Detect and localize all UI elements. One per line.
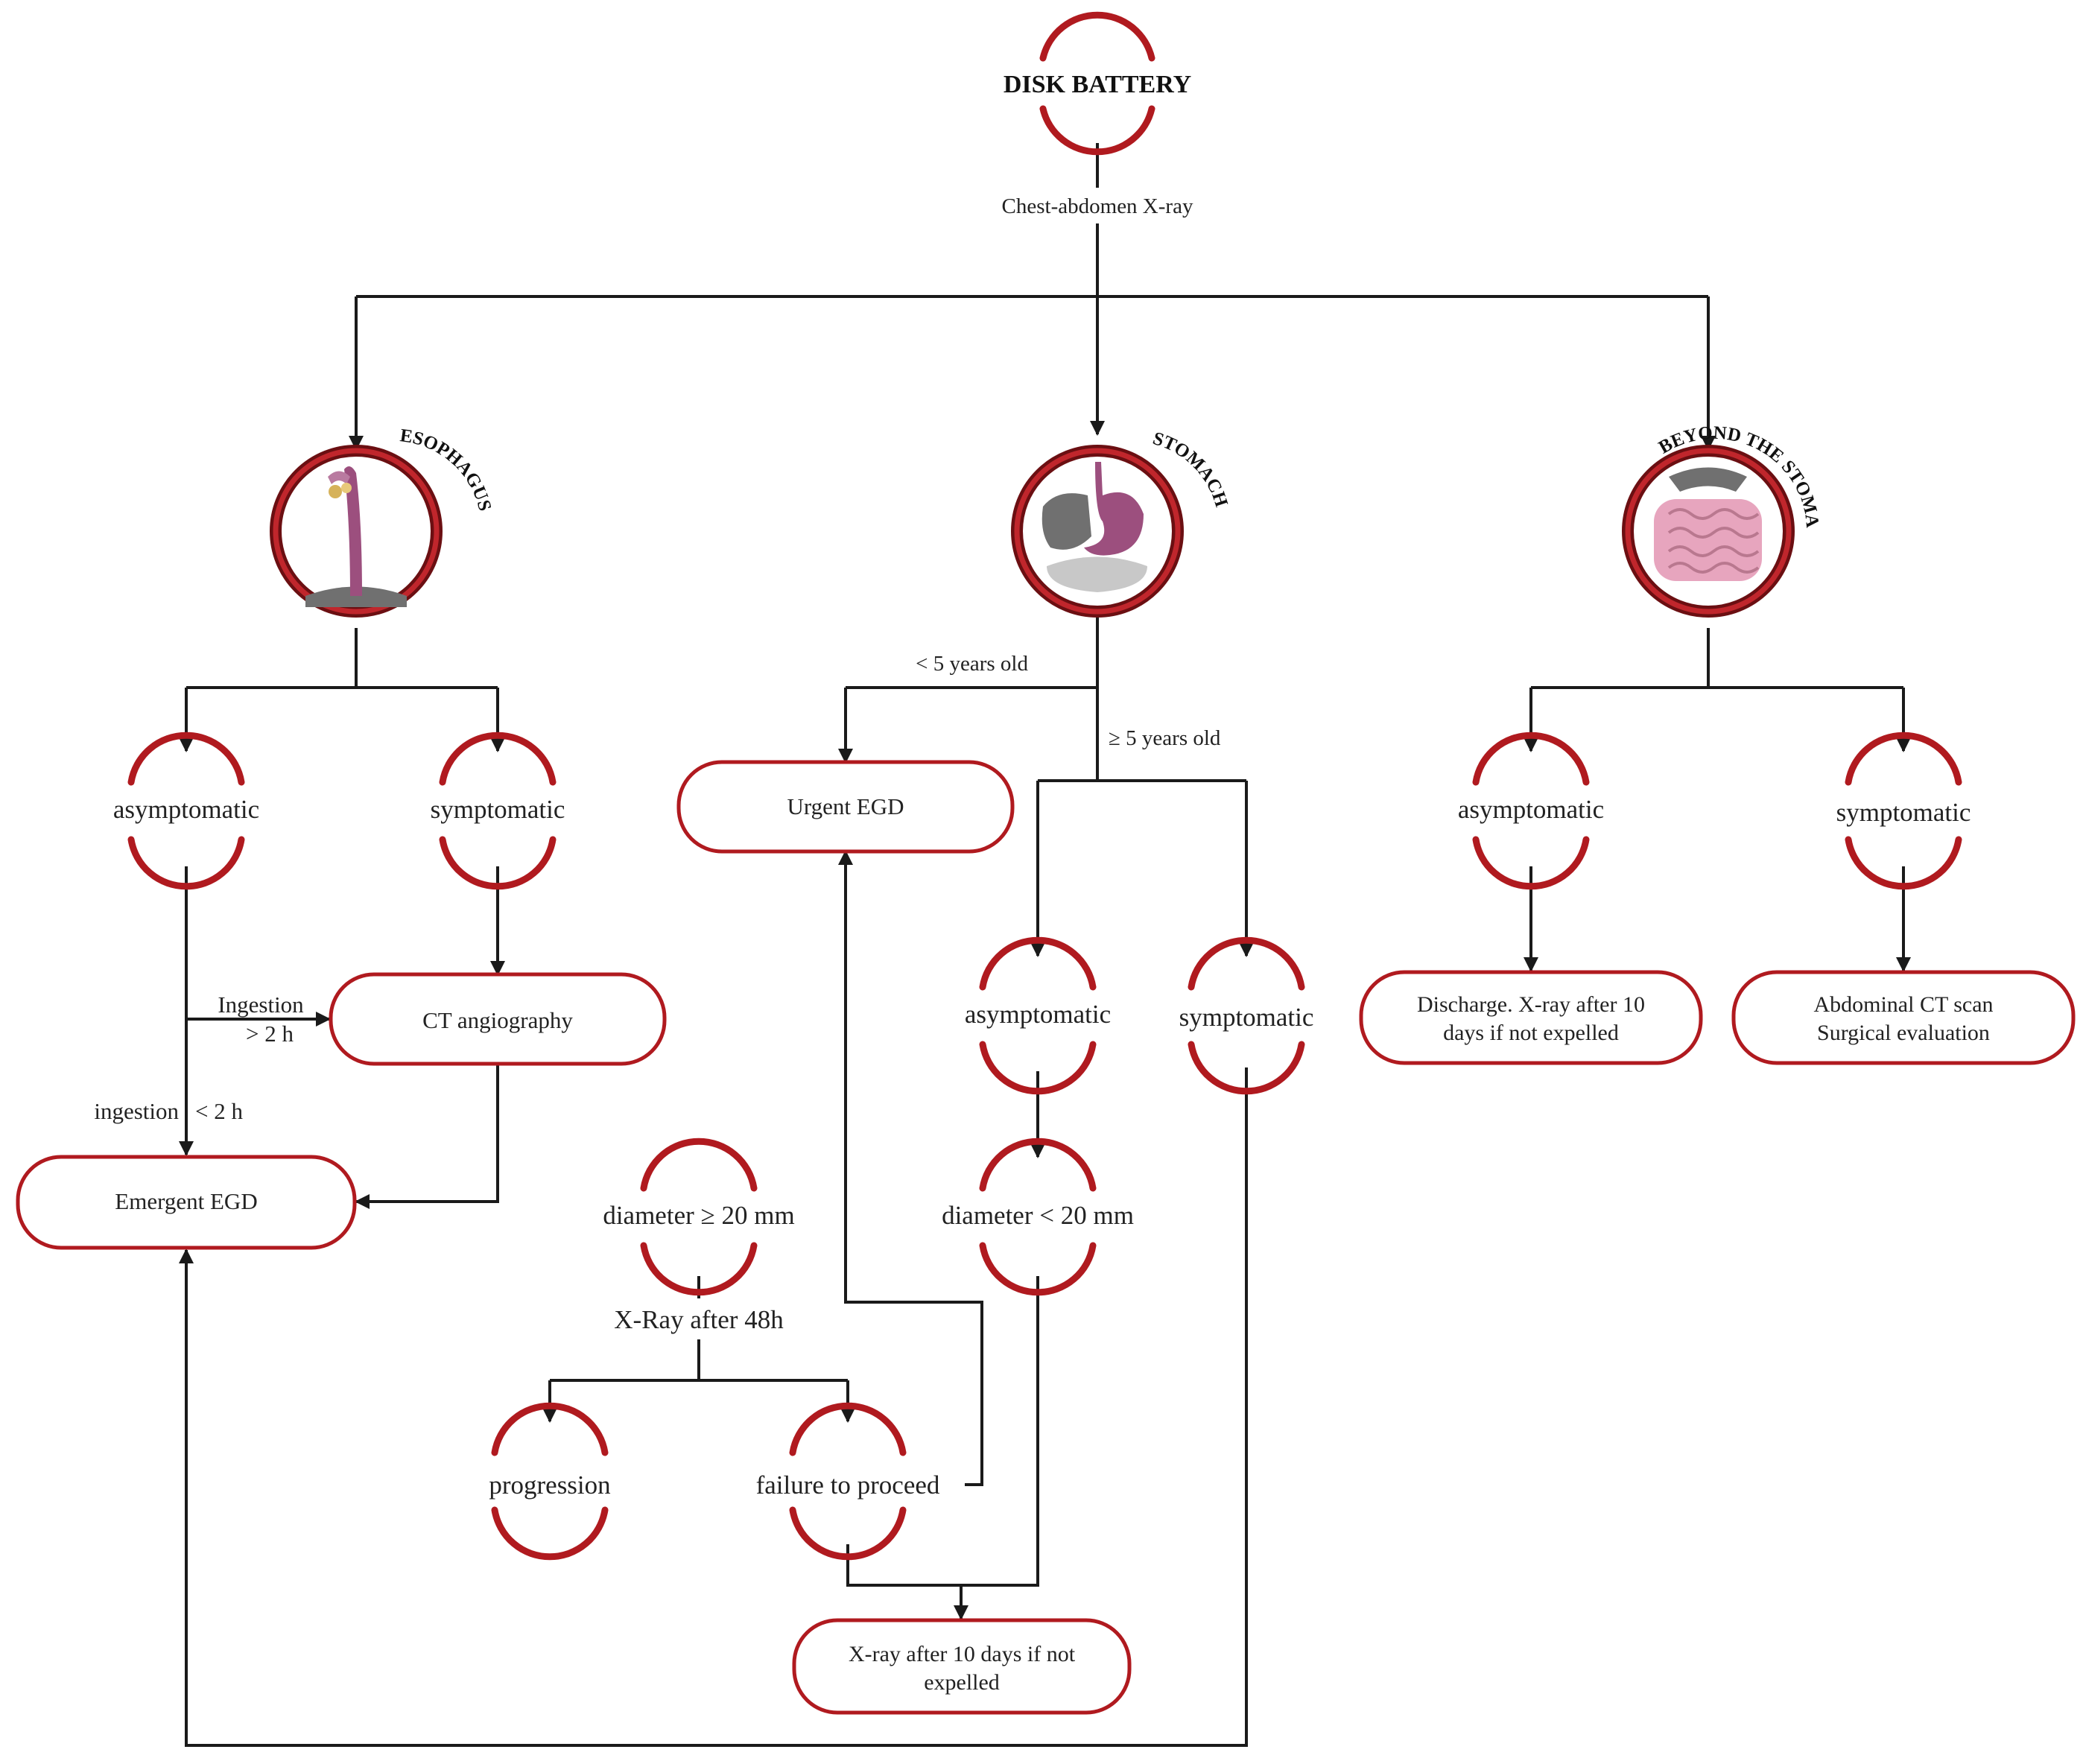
urgent-egd-label: Urgent EGD bbox=[787, 793, 904, 819]
beyond-stomach-label: BEYOND THE STOMACH bbox=[0, 0, 1822, 529]
under-5-years-label: < 5 years old bbox=[916, 652, 1028, 676]
discharge-line1: Discharge. X-ray after 10 bbox=[1417, 992, 1645, 1017]
ingestion-lt-label: ingestion bbox=[94, 1098, 179, 1124]
connectors bbox=[179, 143, 1911, 1747]
diameter-ge-20-node: diameter ≥ 20 mm bbox=[603, 1138, 795, 1296]
beyond-symptomatic-label: symptomatic bbox=[1836, 798, 1971, 827]
beyond-symptomatic-node: symptomatic bbox=[1836, 732, 1971, 890]
esophagus-asymptomatic-label: asymptomatic bbox=[113, 795, 259, 824]
disk-battery-title: DISK BATTERY bbox=[1004, 71, 1191, 98]
beyond-asymptomatic-node: asymptomatic bbox=[1458, 732, 1604, 890]
beyond-asymptomatic-label: asymptomatic bbox=[1458, 795, 1604, 824]
stomach-node: STOMACH bbox=[1011, 428, 1231, 618]
stomach-illustration-icon bbox=[1042, 462, 1147, 592]
stomach-symptomatic-node: symptomatic bbox=[1179, 936, 1314, 1095]
xray-48h-label: X-Ray after 48h bbox=[614, 1305, 784, 1334]
diameter-ge-20-label: diameter ≥ 20 mm bbox=[603, 1201, 794, 1230]
progression-node: progression bbox=[489, 1402, 611, 1561]
abdominal-ct-line2: Surgical evaluation bbox=[1817, 1021, 1990, 1045]
ingestion-gt-value: > 2 h bbox=[246, 1021, 294, 1047]
stomach-asymptomatic-node: asymptomatic bbox=[965, 936, 1111, 1095]
emergent-egd-label: Emergent EGD bbox=[115, 1188, 257, 1214]
xray-10-days-box: X-ray after 10 days if not expelled bbox=[792, 1618, 1132, 1715]
discharge-line2: days if not expelled bbox=[1443, 1021, 1619, 1045]
over-5-years-label: ≥ 5 years old bbox=[1109, 726, 1221, 750]
ingestion-lt-value: < 2 h bbox=[195, 1098, 243, 1124]
discharge-box: Discharge. X-ray after 10 days if not ex… bbox=[1359, 970, 1703, 1065]
intestine-illustration-icon bbox=[1654, 467, 1762, 581]
abdominal-ct-line1: Abdominal CT scan bbox=[1813, 992, 1993, 1017]
chest-abdomen-xray-label: Chest-abdomen X-ray bbox=[1002, 194, 1193, 218]
ct-angiography-box: CT angiography bbox=[329, 972, 667, 1066]
xray-10-days-line2: expelled bbox=[924, 1670, 1000, 1695]
esophagus-symptomatic-node: symptomatic bbox=[431, 732, 565, 890]
diameter-lt-20-label: diameter < 20 mm bbox=[942, 1201, 1134, 1230]
esophagus-node: ESOPHAGUS bbox=[270, 425, 495, 618]
esophagus-symptomatic-label: symptomatic bbox=[431, 795, 565, 824]
emergent-egd-box: Emergent EGD bbox=[16, 1155, 357, 1250]
abdominal-ct-box: Abdominal CT scan Surgical evaluation bbox=[1731, 970, 2076, 1065]
progression-label: progression bbox=[489, 1470, 610, 1500]
stomach-symptomatic-label: symptomatic bbox=[1179, 1003, 1314, 1032]
failure-to-proceed-node: failure to proceed bbox=[756, 1402, 940, 1561]
xray-10-days-line1: X-ray after 10 days if not bbox=[849, 1642, 1076, 1666]
urgent-egd-box: Urgent EGD bbox=[676, 760, 1015, 854]
failure-to-proceed-label: failure to proceed bbox=[756, 1470, 940, 1500]
diameter-lt-20-node: diameter < 20 mm bbox=[942, 1138, 1134, 1296]
ct-angiography-label: CT angiography bbox=[422, 1007, 573, 1033]
esophagus-illustration-icon bbox=[305, 466, 407, 607]
ingestion-gt-label: Ingestion bbox=[218, 992, 304, 1018]
stomach-asymptomatic-label: asymptomatic bbox=[965, 1000, 1111, 1029]
esophagus-asymptomatic-node: asymptomatic bbox=[113, 732, 259, 890]
disk-battery-node: DISK BATTERY bbox=[1004, 11, 1191, 156]
